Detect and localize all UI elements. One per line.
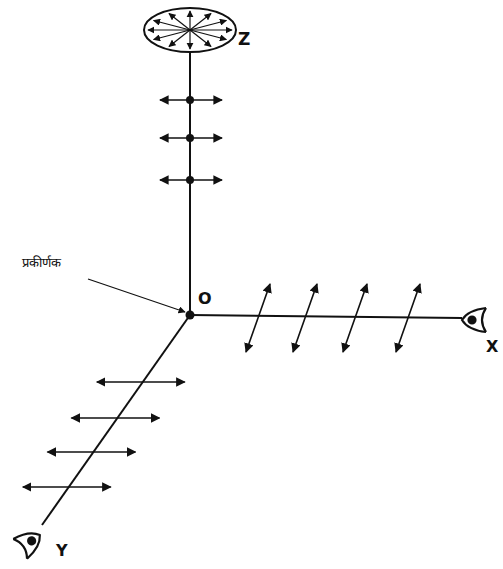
radial-arrow xyxy=(169,14,190,30)
double-arrow xyxy=(97,381,185,383)
radial-arrows xyxy=(148,11,232,49)
eye-symbol xyxy=(462,308,486,332)
x-axis xyxy=(190,315,462,318)
origin-label: O xyxy=(198,290,212,308)
dot xyxy=(186,176,194,184)
double-arrow xyxy=(246,284,270,352)
radial-arrow xyxy=(148,29,190,30)
radial-arrow xyxy=(190,29,232,30)
radial-arrow xyxy=(190,30,211,46)
dot xyxy=(186,96,194,104)
radial-arrow xyxy=(190,21,226,31)
y-axis xyxy=(42,315,190,525)
axis-label: Z xyxy=(238,30,250,49)
dot xyxy=(186,134,194,142)
double-arrow xyxy=(71,417,159,419)
axis-label: X xyxy=(486,338,498,356)
radial-arrow xyxy=(154,30,190,40)
double-arrow xyxy=(396,284,420,352)
radial-arrow xyxy=(189,30,190,49)
eye-symbol xyxy=(13,525,46,558)
double-arrow xyxy=(343,284,367,352)
axis-label: Y xyxy=(56,542,68,560)
polarisation-arrows xyxy=(246,284,420,352)
axes xyxy=(42,52,462,525)
polarisation-arrows xyxy=(23,382,185,487)
radial-arrow xyxy=(189,11,190,30)
double-arrow xyxy=(293,284,317,352)
unpolarised-light-ellipse xyxy=(144,8,236,52)
double-arrow xyxy=(23,486,111,488)
scatterer-label: प्रकीर्णक xyxy=(22,256,61,270)
double-arrow xyxy=(47,451,135,453)
scatterer-dot xyxy=(186,311,195,320)
leader-line xyxy=(88,279,185,312)
polarisation-arrows xyxy=(160,96,222,184)
